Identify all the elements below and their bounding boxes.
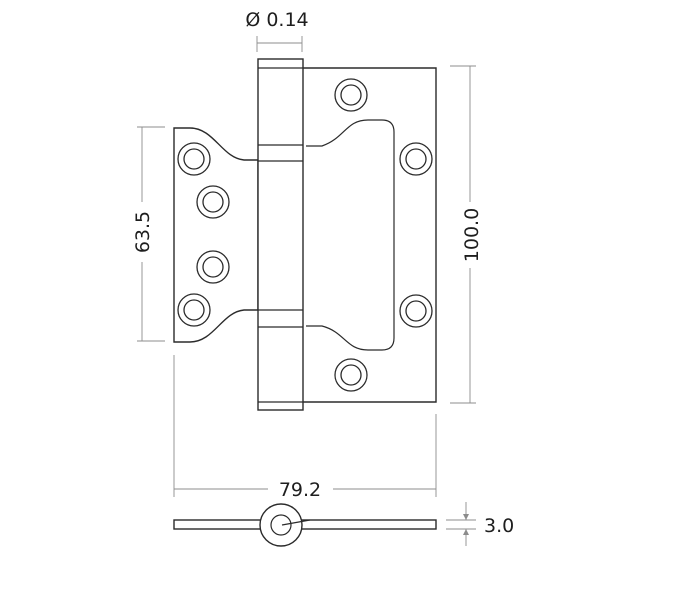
large-leaf bbox=[301, 67, 437, 403]
small-leaf-outline bbox=[173, 127, 259, 343]
dimension-leaf-height: 63.5 bbox=[132, 126, 165, 342]
large-leaf-cutout bbox=[306, 119, 395, 351]
leaf-height-label: 63.5 bbox=[132, 211, 154, 253]
screw-hole bbox=[177, 142, 211, 176]
large-leaf-outline bbox=[301, 67, 437, 403]
screw-hole bbox=[399, 294, 433, 328]
small-leaf-holes bbox=[177, 142, 230, 327]
dimension-width: 79.2 bbox=[173, 355, 437, 501]
dimension-pin-diameter: Ø 0.14 bbox=[245, 9, 309, 52]
screw-hole bbox=[196, 250, 230, 284]
height-label: 100.0 bbox=[461, 208, 483, 262]
thickness-label: 3.0 bbox=[484, 515, 514, 537]
screw-hole bbox=[177, 293, 211, 327]
screw-hole bbox=[399, 142, 433, 176]
pin-diameter-label: Ø 0.14 bbox=[245, 9, 308, 31]
hinge-knuckle bbox=[257, 58, 304, 411]
small-leaf bbox=[173, 127, 259, 343]
width-label: 79.2 bbox=[279, 479, 321, 501]
screw-hole bbox=[334, 358, 368, 392]
screw-hole bbox=[334, 78, 368, 112]
dimension-thickness: 3.0 bbox=[446, 502, 514, 546]
large-leaf-holes bbox=[334, 78, 433, 392]
dimension-height: 100.0 bbox=[450, 65, 483, 404]
screw-hole bbox=[196, 185, 230, 219]
hinge-side-view bbox=[173, 503, 437, 547]
